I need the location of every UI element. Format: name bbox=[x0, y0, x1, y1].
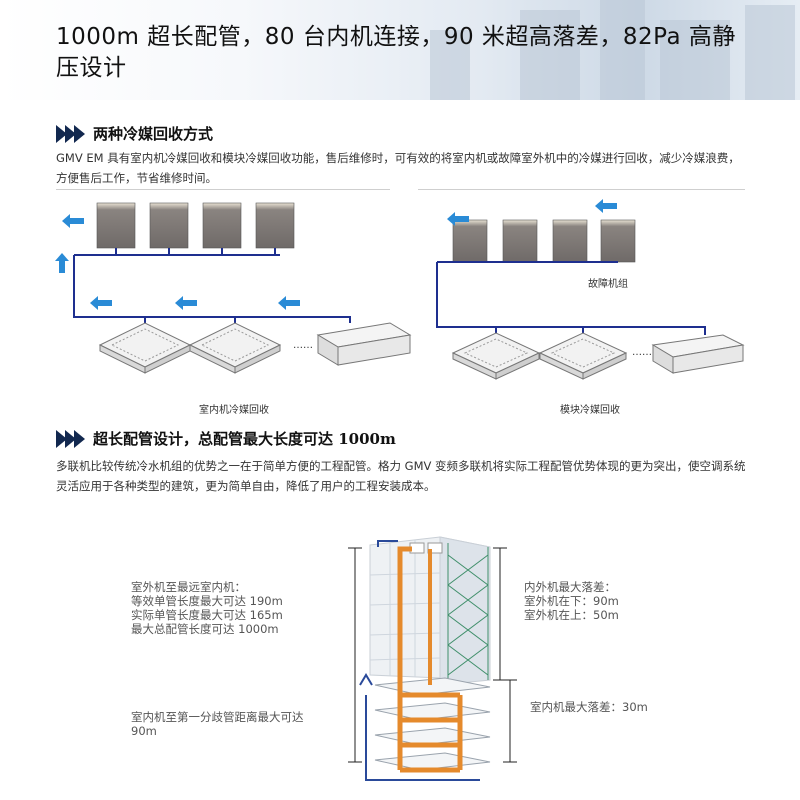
page-title: 1000m 超长配管，80 台内机连接，90 米超高落差，82Pa 高静压设计 bbox=[56, 24, 736, 81]
hero-banner: 1000m 超长配管，80 台内机连接，90 米超高落差，82Pa 高静压设计 bbox=[0, 0, 800, 100]
chevrons-icon bbox=[56, 124, 85, 143]
left-notes: 室外机至最远室内机： 等效单管长度最大可达 190m 实际单管长度最大可达 16… bbox=[131, 580, 283, 636]
building-shape bbox=[600, 0, 645, 100]
duct-unit bbox=[651, 334, 745, 374]
arrow-icon bbox=[55, 214, 300, 310]
arrow-icon bbox=[447, 199, 617, 226]
outdoor-units bbox=[452, 219, 636, 263]
ellipsis-label: …… bbox=[632, 347, 652, 358]
refrigerant-pipe-orange bbox=[397, 546, 463, 773]
right-notes: 内外机最大落差： 室外机在下：90m 室外机在上：50m bbox=[524, 580, 619, 622]
right-bottom-note: 室内机最大落差：30m bbox=[530, 700, 648, 714]
diagram-caption: 模块冷媒回收 bbox=[560, 405, 620, 416]
diagram-caption: 室内机冷媒回收 bbox=[199, 405, 269, 416]
section-paragraph: 多联机比较传统冷水机组的优势之一在于简单方便的工程配管。格力 GMV 变频多联机… bbox=[56, 459, 746, 493]
divider bbox=[56, 189, 390, 190]
building-shape bbox=[520, 10, 580, 100]
fault-unit-label: 故障机组 bbox=[588, 277, 628, 290]
building-shape bbox=[745, 5, 795, 100]
section-heading-refrigerant: 两种冷媒回收方式 bbox=[56, 123, 213, 144]
dimension-lines bbox=[348, 547, 517, 763]
left-bottom-notes: 室内机至第一分歧管距离最大可达 90m bbox=[131, 710, 304, 738]
section-title: 超长配管设计，总配管最大长度可达 1000m bbox=[93, 430, 396, 448]
duct-unit bbox=[316, 322, 412, 366]
flow-arrows bbox=[359, 673, 480, 781]
section-title: 两种冷媒回收方式 bbox=[93, 125, 214, 143]
building-shape bbox=[660, 20, 730, 100]
module-recovery-diagram: 故障机组 …… bbox=[436, 199, 745, 380]
refrigerant-pipe bbox=[436, 262, 706, 335]
indoor-recovery-diagram: …… bbox=[55, 202, 412, 374]
chevrons-icon bbox=[56, 429, 85, 448]
section-paragraph: GMV EM 具有室内机冷媒回收和模块冷媒回收功能，售后维修时，可有效的将室内机… bbox=[56, 151, 740, 185]
refrigerant-pipe bbox=[73, 255, 351, 323]
divider bbox=[418, 189, 745, 190]
building-frame bbox=[447, 543, 489, 685]
cassette-units bbox=[98, 322, 282, 374]
building-piping-diagram bbox=[359, 536, 491, 781]
ellipsis-label: …… bbox=[293, 340, 313, 351]
cassette-units bbox=[451, 332, 628, 380]
section-heading-piping: 超长配管设计，总配管最大长度可达 1000m bbox=[56, 428, 396, 449]
outdoor-units bbox=[96, 202, 295, 249]
building-shape bbox=[430, 30, 470, 100]
